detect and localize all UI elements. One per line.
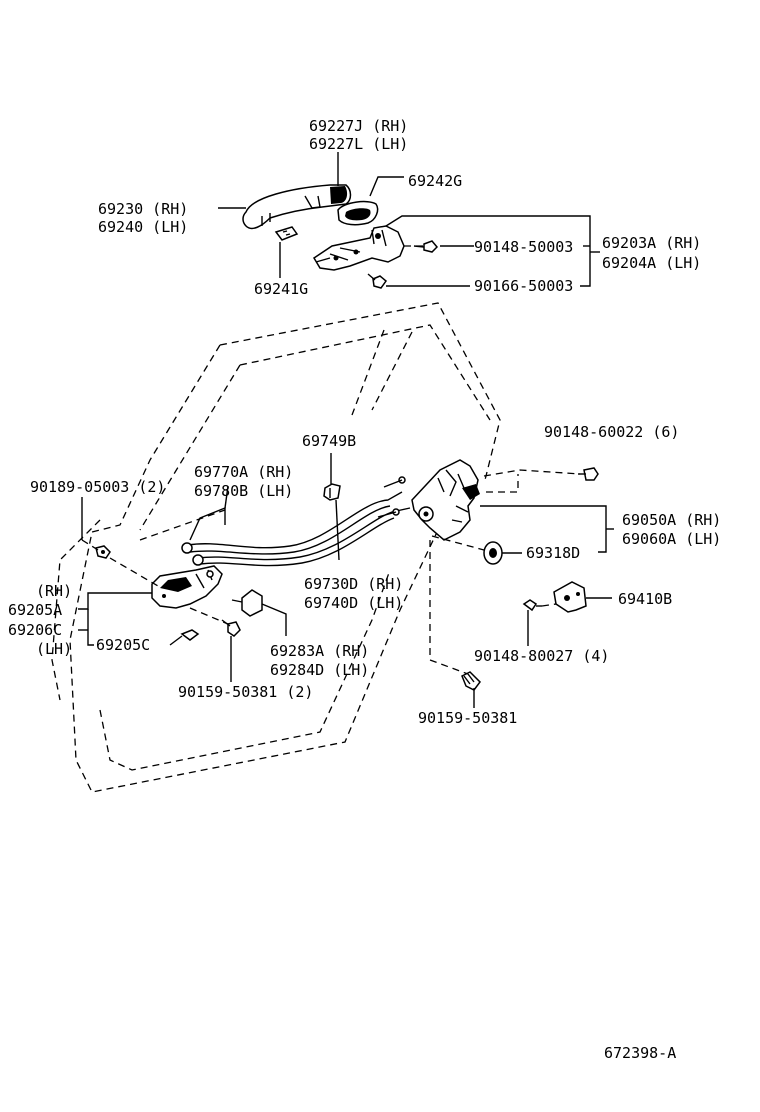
label-lh-left: (LH)	[36, 640, 72, 658]
label-69740D: 69740D (LH)	[304, 594, 403, 612]
label-69050A: 69050A (RH)	[622, 511, 721, 529]
label-90159-50381-2: 90159-50381 (2)	[178, 683, 313, 701]
label-69227J: 69227J (RH)	[309, 117, 408, 135]
door-outline	[51, 302, 501, 793]
label-69242G: 69242G	[408, 172, 462, 190]
label-90148-80027: 90148-80027 (4)	[474, 647, 609, 665]
part-labels: 69227J (RH) 69227L (LH) 69242G 69230 (RH…	[8, 117, 721, 1062]
label-69240: 69240 (LH)	[98, 218, 188, 236]
bolt-90148-80027	[522, 599, 538, 612]
door-lock-striker-part	[553, 581, 587, 613]
screw-90148-60022	[583, 467, 599, 481]
left-leader-lines	[78, 453, 340, 682]
label-69206C: 69206C	[8, 621, 62, 639]
label-69283A: 69283A (RH)	[270, 642, 369, 660]
label-90148-50003: 90148-50003	[474, 238, 573, 256]
label-69241G: 69241G	[254, 280, 308, 298]
label-69284D: 69284D (LH)	[270, 661, 369, 679]
label-69780B: 69780B (LH)	[194, 482, 293, 500]
handle-pad-part	[274, 226, 299, 241]
label-69730D: 69730D (RH)	[304, 575, 403, 593]
label-69770A: 69770A (RH)	[194, 463, 293, 481]
top-leader-lines	[218, 152, 600, 287]
inside-handle-bezel-part	[180, 629, 200, 641]
lock-leader-lines	[429, 469, 614, 708]
door-cables	[181, 476, 411, 567]
label-69227L: 69227L (LH)	[309, 135, 408, 153]
label-69230: 69230 (RH)	[98, 200, 188, 218]
screw-90159-50381-lock	[461, 671, 481, 691]
label-90148-60022: 90148-60022 (6)	[544, 423, 679, 441]
screw-90166-50003	[372, 275, 388, 289]
outside-handle-group	[242, 184, 439, 289]
label-90166-50003: 90166-50003	[474, 277, 573, 295]
label-90189-05003: 90189-05003 (2)	[30, 478, 165, 496]
door-lock-part	[411, 459, 479, 541]
label-90159-50381: 90159-50381	[418, 709, 517, 727]
label-69410B: 69410B	[618, 590, 672, 608]
label-69060A: 69060A (LH)	[622, 530, 721, 548]
cable-clamp-part	[323, 483, 341, 501]
diagram-id: 672398-A	[604, 1044, 676, 1062]
label-69318D: 69318D	[526, 544, 580, 562]
screw-90159-50381-handle	[227, 621, 241, 637]
bolt-90148-50003	[423, 240, 439, 253]
label-69205C: 69205C	[96, 636, 150, 654]
label-69749B: 69749B	[302, 432, 356, 450]
handle-frame-part	[312, 225, 405, 271]
label-69204A: 69204A (LH)	[602, 254, 701, 272]
label-69203A: 69203A (RH)	[602, 234, 701, 252]
label-rh-left: (RH)	[36, 582, 72, 600]
inside-handle-group	[95, 545, 263, 641]
label-69205A: 69205A	[8, 601, 62, 619]
door-lock-group	[411, 459, 599, 691]
handle-cover-69283A	[241, 589, 263, 617]
striker-group	[522, 581, 612, 646]
